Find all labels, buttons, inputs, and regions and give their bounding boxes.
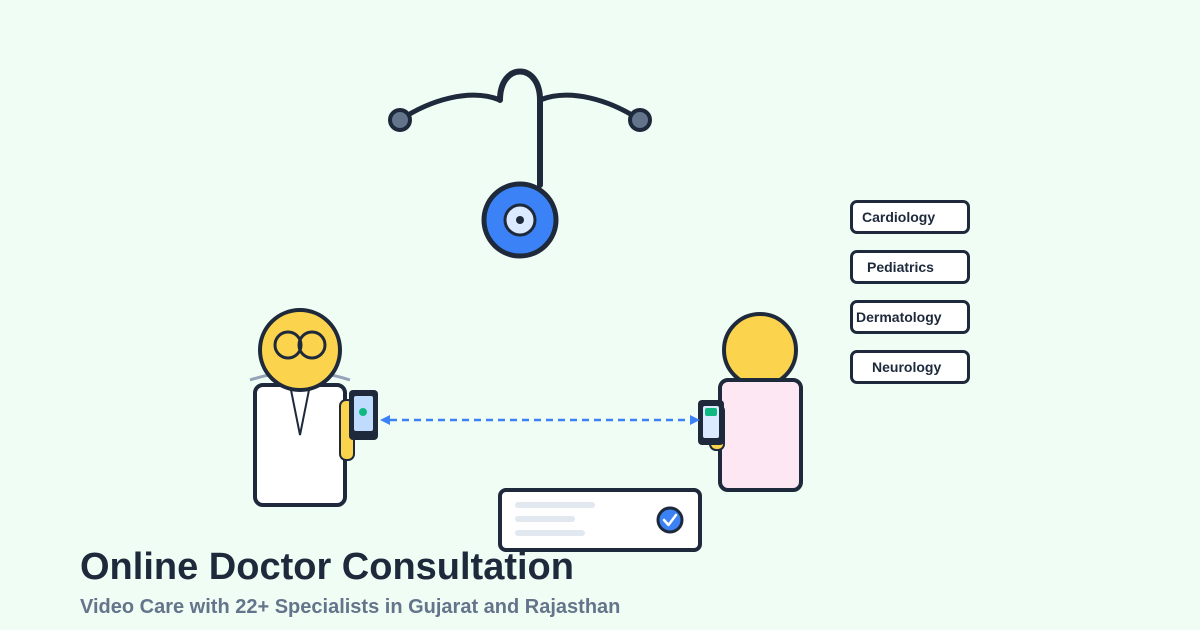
page-subtitle: Video Care with 22+ Specialists in Gujar… bbox=[80, 596, 621, 618]
check-circle-icon bbox=[656, 506, 684, 534]
glasses-icon bbox=[273, 330, 327, 360]
doctor-figure bbox=[249, 308, 378, 507]
specialty-tag-neurology: Neurology bbox=[850, 350, 970, 384]
video-call-link-arrow bbox=[380, 415, 700, 425]
prescription-card bbox=[498, 488, 702, 552]
patient-shirt bbox=[718, 378, 803, 492]
patient-head bbox=[722, 312, 798, 388]
specialty-tag-cardiology: Cardiology bbox=[850, 200, 970, 234]
specialty-tag-dermatology: Dermatology bbox=[850, 300, 970, 334]
specialty-tag-pediatrics: Pediatrics bbox=[850, 250, 970, 284]
stethoscope-icon bbox=[388, 68, 652, 259]
patient-figure bbox=[698, 312, 803, 492]
page-title: Online Doctor Consultation bbox=[80, 546, 574, 588]
